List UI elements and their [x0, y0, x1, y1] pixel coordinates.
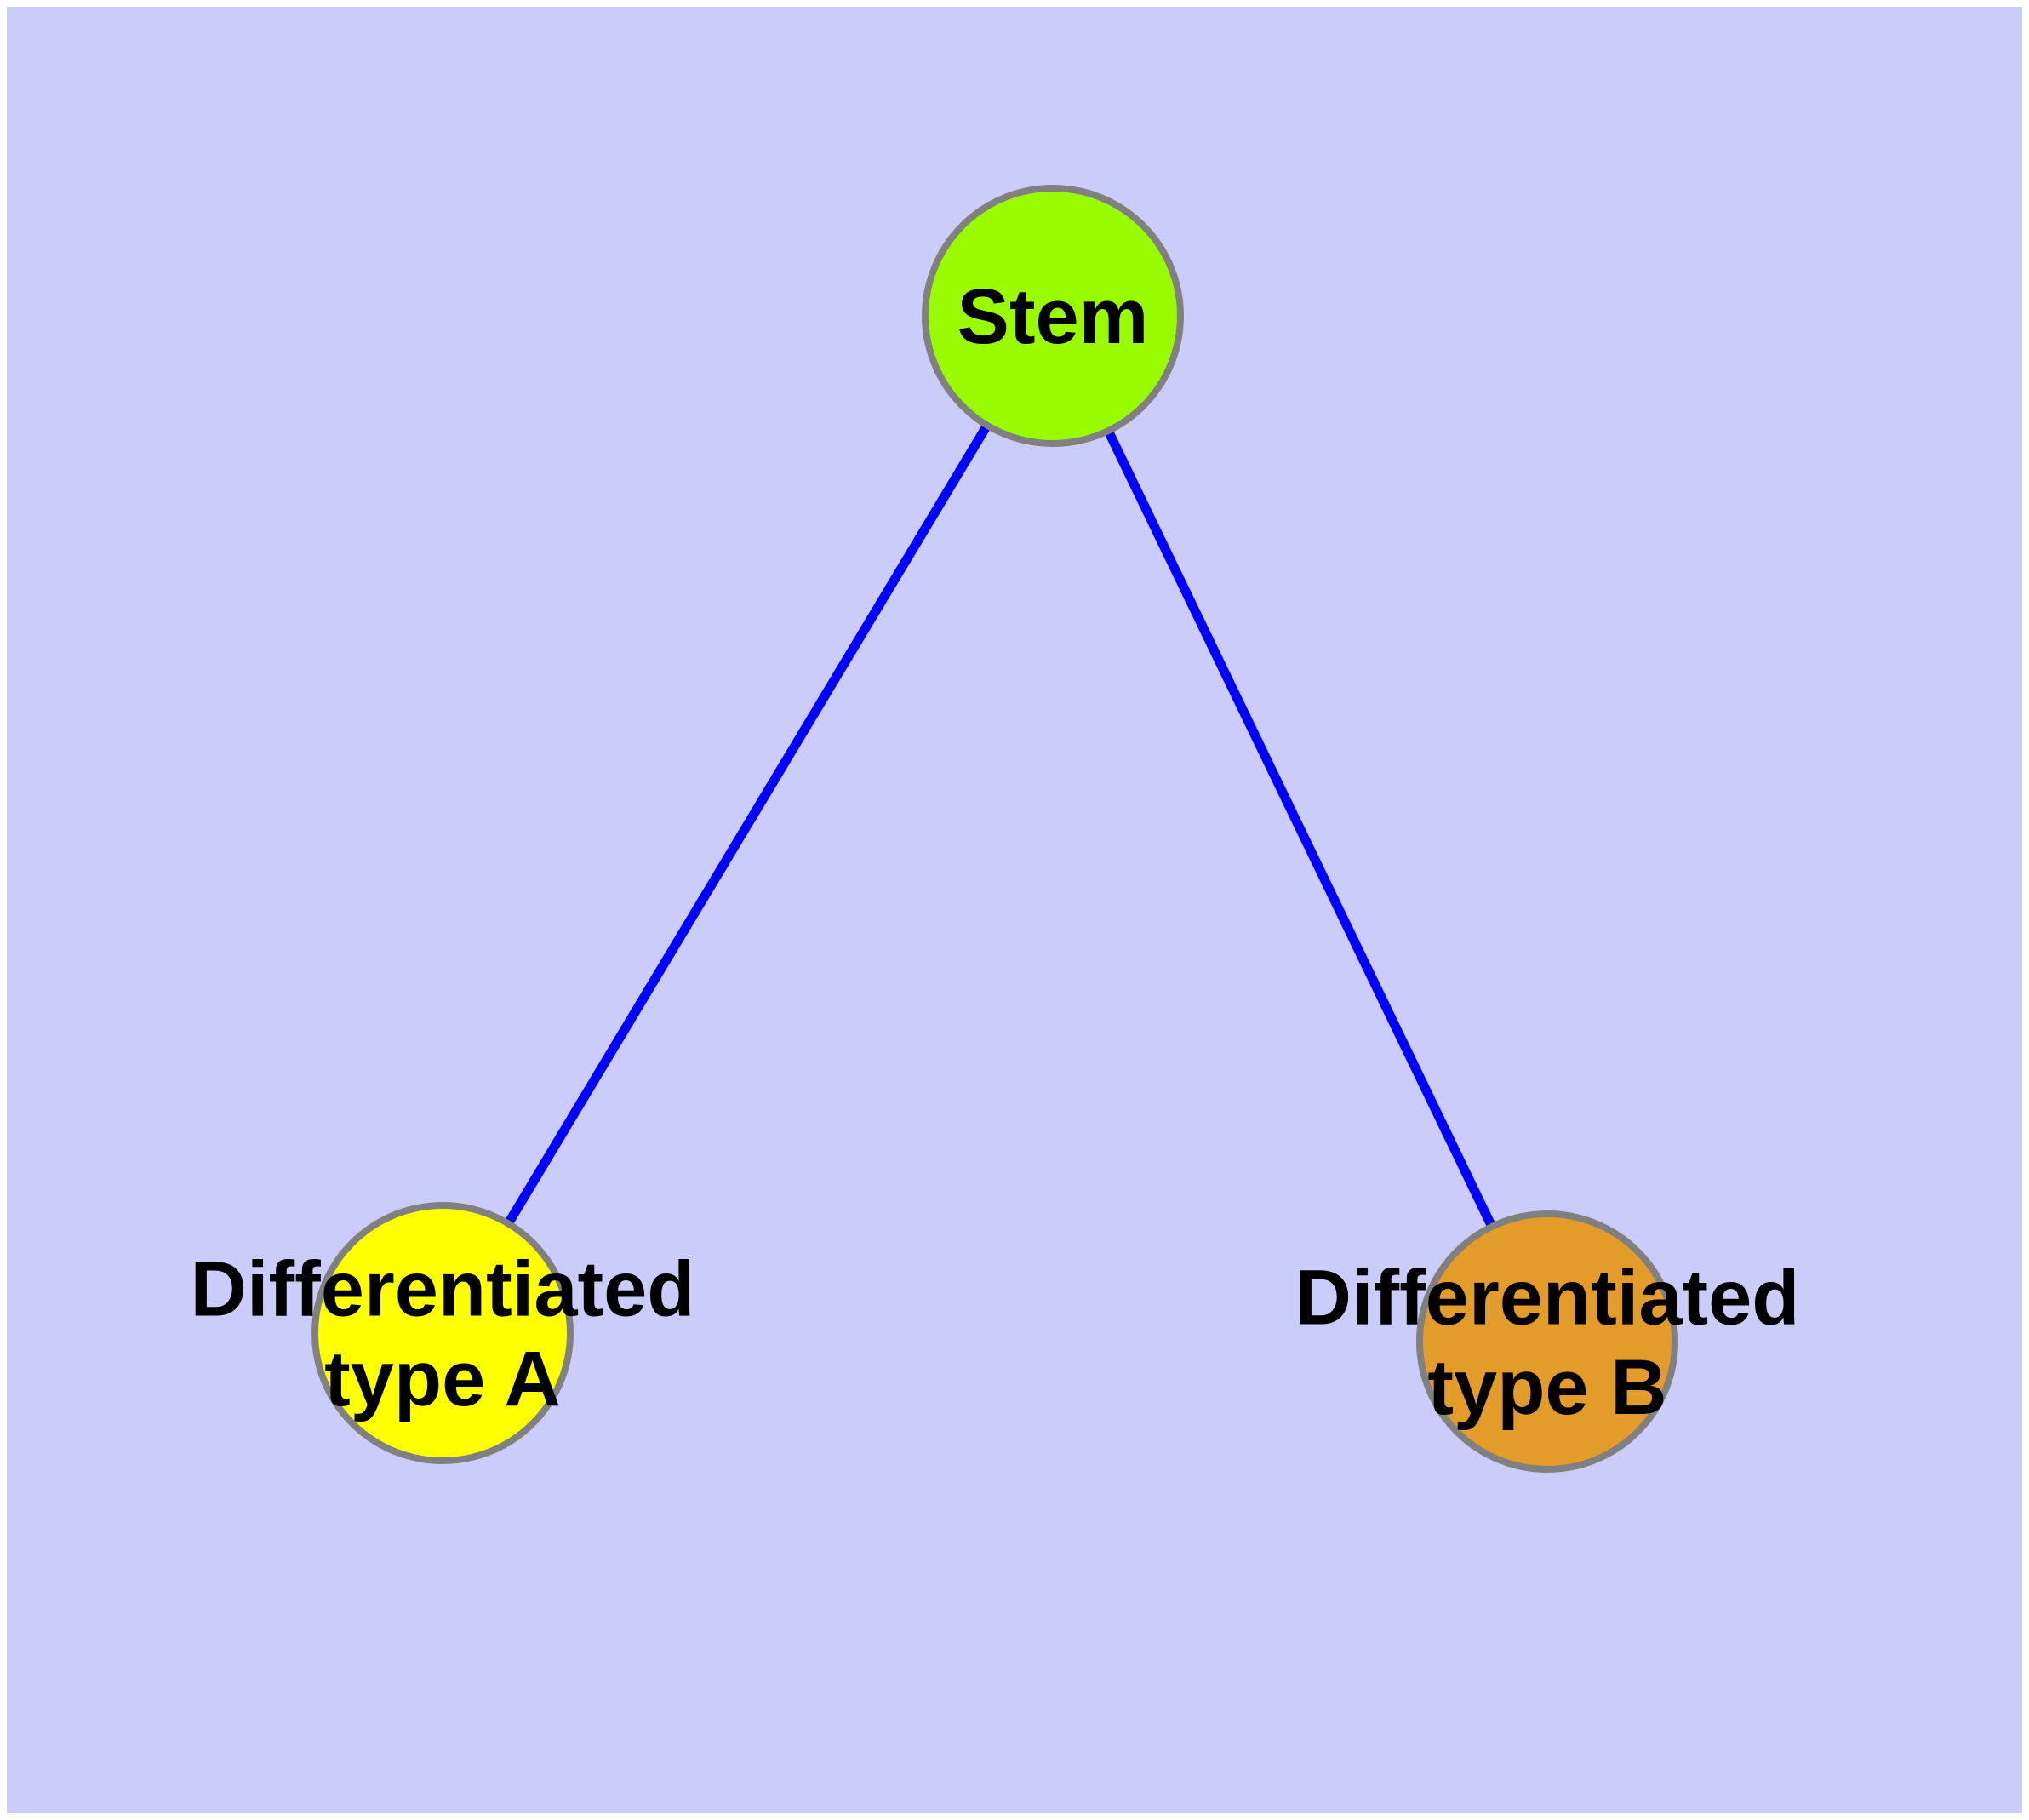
node-circle-stem[interactable]	[922, 185, 1184, 447]
node-label-line: Differentiated	[191, 1245, 695, 1332]
node-label-line: Differentiated	[1295, 1254, 1800, 1341]
node-circle-diff_a[interactable]	[311, 1202, 574, 1464]
edge-stem-diff-b[interactable]	[1049, 313, 1552, 1344]
node-label-stem: Stem	[957, 273, 1149, 360]
node-label-line: type A	[324, 1336, 561, 1422]
edges-layer	[438, 313, 1552, 1344]
edge-stem-diff-a[interactable]	[438, 313, 1057, 1336]
node-circle-diff_b[interactable]	[1416, 1210, 1678, 1473]
node-label-line: Stem	[957, 273, 1149, 360]
node-label-line: type B	[1427, 1344, 1666, 1431]
node-stem[interactable]: Stem	[922, 185, 1184, 447]
